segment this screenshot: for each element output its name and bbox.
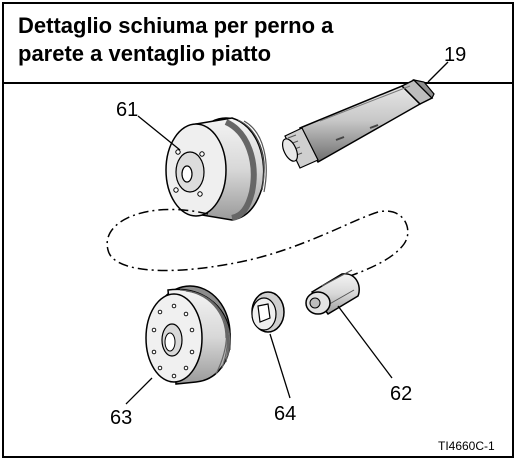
leader-62 bbox=[337, 305, 393, 379]
assembly-path-line bbox=[106, 208, 409, 277]
title-panel: Dettaglio schiuma per perno a parete a v… bbox=[4, 4, 512, 84]
leader-63 bbox=[125, 377, 153, 405]
part-63-roller bbox=[145, 285, 231, 385]
callout-61: 61 bbox=[116, 99, 138, 121]
leader-61 bbox=[137, 115, 181, 151]
part-61-disc bbox=[165, 117, 267, 221]
callout-62: 62 bbox=[390, 383, 412, 405]
callout-63: 63 bbox=[110, 407, 132, 429]
figure-title: Dettaglio schiuma per perno a parete a v… bbox=[18, 13, 334, 66]
callout-64: 64 bbox=[274, 403, 296, 425]
callout-19: 19 bbox=[444, 44, 466, 66]
part-62-insert bbox=[305, 269, 360, 315]
leader-64 bbox=[269, 333, 291, 399]
figure-reference: TI4660C-1 bbox=[438, 439, 495, 453]
part-19-shaft bbox=[281, 79, 435, 169]
leader-19 bbox=[427, 61, 449, 83]
part-64-seal bbox=[251, 291, 285, 333]
